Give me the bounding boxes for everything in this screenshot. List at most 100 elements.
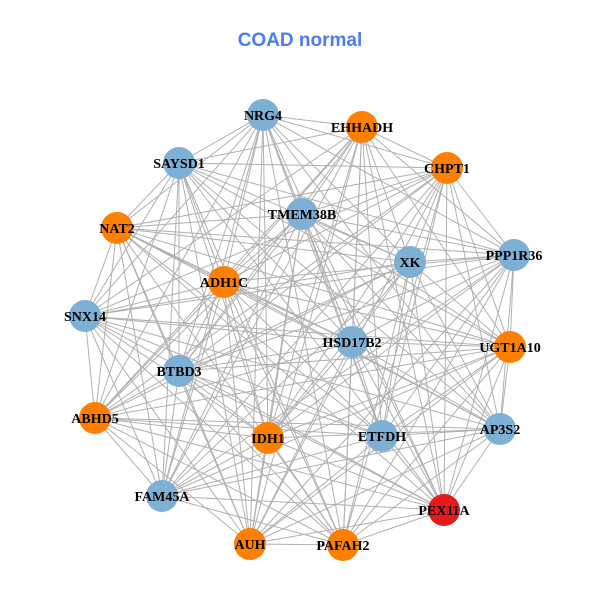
edge xyxy=(161,254,515,497)
node-idh1[interactable]: IDH1 xyxy=(251,422,285,454)
edge xyxy=(381,346,511,437)
node-tmem38b[interactable]: TMEM38B xyxy=(268,198,336,230)
edge xyxy=(84,254,515,317)
node-label: PEX11A xyxy=(418,504,470,519)
node-label: EHHADH xyxy=(331,121,393,136)
node-auh[interactable]: AUH xyxy=(234,528,266,560)
edges-layer xyxy=(84,114,515,546)
edge xyxy=(84,315,163,497)
edge xyxy=(342,261,411,546)
node-circle xyxy=(394,246,426,278)
edge xyxy=(94,346,511,419)
edge xyxy=(84,315,501,430)
node-circle xyxy=(494,331,526,363)
node-label: NAT2 xyxy=(99,222,135,237)
edge xyxy=(178,341,353,372)
node-label: FAM45A xyxy=(135,490,191,505)
edge xyxy=(301,213,353,343)
edge xyxy=(178,162,344,546)
edge xyxy=(161,370,180,497)
node-label: HSD17B2 xyxy=(322,336,381,351)
node-label: ADH1C xyxy=(200,276,248,291)
edge xyxy=(262,114,363,128)
edge xyxy=(116,227,411,263)
edge xyxy=(249,428,501,545)
edge xyxy=(249,213,303,545)
edge xyxy=(223,281,383,437)
node-label: ABHD5 xyxy=(71,412,118,427)
edge xyxy=(351,254,515,343)
node-ap3s2[interactable]: AP3S2 xyxy=(480,413,520,445)
edge xyxy=(161,435,383,497)
edge xyxy=(267,437,344,546)
edge xyxy=(94,261,411,419)
node-circle xyxy=(247,99,279,131)
edge xyxy=(84,281,225,317)
edge xyxy=(409,261,511,348)
node-nat2[interactable]: NAT2 xyxy=(99,212,135,244)
node-circle xyxy=(498,239,530,271)
edge xyxy=(94,370,180,419)
node-etfdh[interactable]: ETFDH xyxy=(358,420,406,452)
edge xyxy=(116,227,511,348)
edge xyxy=(249,254,515,545)
edge xyxy=(116,227,344,546)
node-chpt1[interactable]: CHPT1 xyxy=(424,152,470,184)
node-hsd17b2[interactable]: HSD17B2 xyxy=(322,326,382,358)
edge xyxy=(178,162,225,283)
edge xyxy=(342,341,353,546)
edge xyxy=(94,281,225,419)
edge xyxy=(84,167,448,317)
edge xyxy=(342,254,515,546)
node-ppp1r36[interactable]: PPP1R36 xyxy=(486,239,543,271)
chart-title: COAD normal xyxy=(237,30,363,51)
node-snx14[interactable]: SNX14 xyxy=(64,300,106,332)
node-pafah2[interactable]: PAFAH2 xyxy=(316,529,370,561)
edge xyxy=(223,281,501,430)
edge xyxy=(223,254,515,283)
edge xyxy=(178,167,448,372)
edge xyxy=(223,281,353,343)
edge xyxy=(94,227,118,419)
edge xyxy=(161,162,180,497)
edge xyxy=(267,167,448,439)
edge xyxy=(361,126,511,348)
edge xyxy=(178,114,264,372)
node-adh1c[interactable]: ADH1C xyxy=(200,266,248,298)
edge xyxy=(249,509,445,545)
node-label: XK xyxy=(400,256,421,271)
edge xyxy=(84,315,445,511)
node-saysd1[interactable]: SAYSD1 xyxy=(153,147,205,179)
node-circle xyxy=(163,147,195,179)
edge xyxy=(301,167,448,215)
edge xyxy=(381,435,445,511)
edge xyxy=(351,261,411,343)
edge xyxy=(351,341,511,348)
node-xk[interactable]: XK xyxy=(394,246,426,278)
node-nrg4[interactable]: NRG4 xyxy=(244,99,282,131)
edge xyxy=(178,162,269,439)
edge xyxy=(443,254,515,511)
node-abhd5[interactable]: ABHD5 xyxy=(71,402,119,434)
node-circle xyxy=(146,480,178,512)
node-label: BTBD3 xyxy=(156,365,201,380)
node-label: PAFAH2 xyxy=(316,539,369,554)
edge xyxy=(178,162,515,256)
node-btbd3[interactable]: BTBD3 xyxy=(156,355,202,387)
edge xyxy=(178,162,511,348)
edge xyxy=(178,162,353,343)
node-fam45a[interactable]: FAM45A xyxy=(135,480,191,512)
edge xyxy=(409,167,448,263)
node-ehhadh[interactable]: EHHADH xyxy=(331,111,393,143)
node-label: AUH xyxy=(234,538,265,553)
node-circle xyxy=(234,528,266,560)
edge xyxy=(116,227,515,256)
edge xyxy=(342,509,445,546)
edge xyxy=(84,261,411,317)
node-pex11a[interactable]: PEX11A xyxy=(418,494,471,526)
node-ugt1a10[interactable]: UGT1A10 xyxy=(479,331,541,363)
node-circle xyxy=(346,111,378,143)
edge xyxy=(94,417,383,437)
edge xyxy=(178,281,225,372)
edge xyxy=(249,437,269,545)
